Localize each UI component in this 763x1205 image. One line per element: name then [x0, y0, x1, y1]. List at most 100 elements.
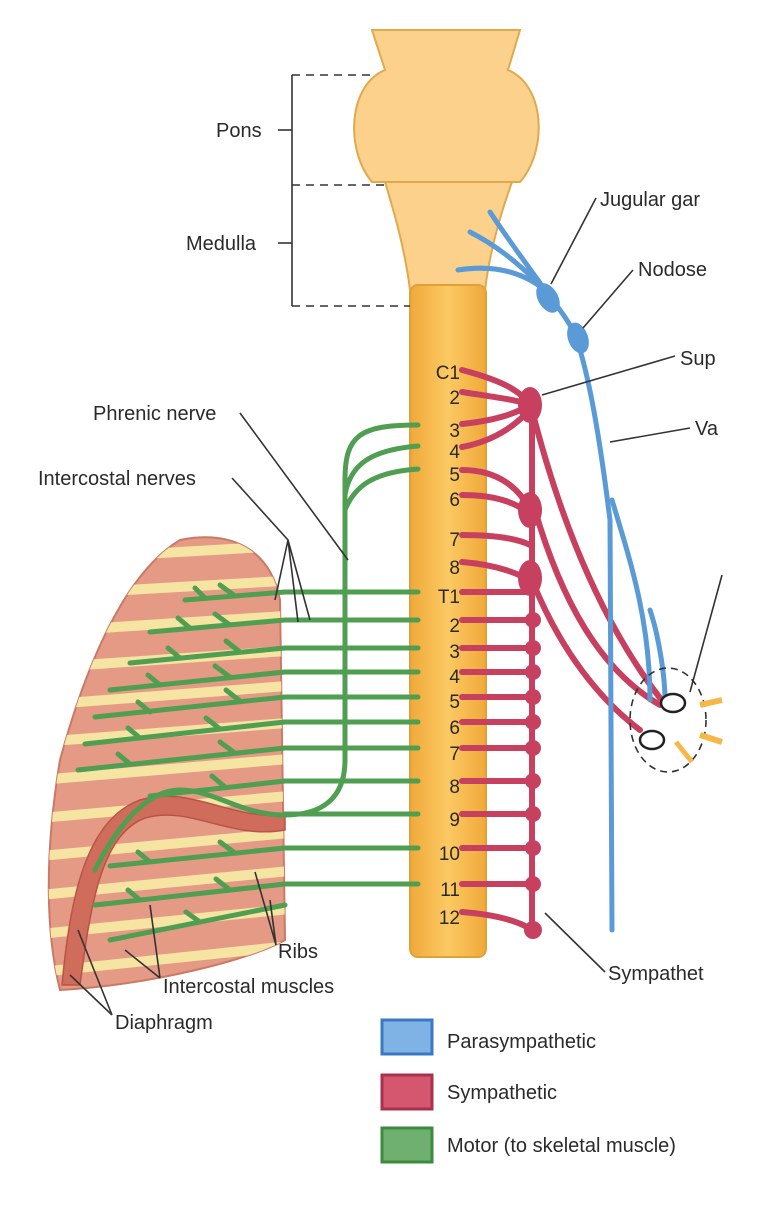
nodose-ganglion: [567, 322, 589, 354]
intercostal-branch: [82, 715, 288, 747]
pons-label: Pons: [216, 120, 262, 142]
phrenic-nerve-trunk: [92, 557, 348, 873]
legend-label-sympathetic: Sympathetic: [447, 1082, 557, 1104]
jugular-leader: [550, 197, 597, 285]
ganglion: [525, 773, 541, 789]
legend-label-motor: Motor (to skeletal muscle): [447, 1135, 676, 1157]
sympathetic-nerves: [459, 367, 663, 933]
airway-ring: [638, 729, 666, 751]
intercostal-branch: [107, 902, 288, 943]
cardiopulmonary-branch: [529, 407, 663, 701]
nodose-ganglion-label: Nodose: [638, 259, 707, 281]
sympathetic-chain-leader: [544, 912, 606, 973]
superior-leader: [541, 355, 676, 396]
phrenic-root-c4: [342, 443, 421, 498]
vagus-rootlet: [455, 265, 548, 293]
vagus-branch: [647, 607, 668, 703]
intercostal-branch: [92, 876, 288, 908]
rib: [48, 940, 285, 977]
segment-label-thoracic-6: 6: [449, 718, 460, 739]
intercostal-branch: [75, 739, 288, 773]
intercostal-nerves-label: Intercostal nerves: [38, 468, 196, 490]
legend-label-parasympathetic: Parasympathetic: [447, 1031, 596, 1053]
ganglion: [525, 740, 541, 756]
motor-nerves: [92, 422, 421, 887]
rib: [48, 753, 285, 785]
cardiopulmonary-branch: [529, 497, 663, 708]
segment-label-thoracic-12: 12: [439, 908, 460, 929]
intercostal-branch: [107, 839, 288, 869]
parasympathetic-nerves: [455, 209, 668, 933]
legend-swatch-motor: [380, 1126, 434, 1164]
ganglion: [525, 640, 541, 656]
airway-smooth-muscle: [674, 740, 694, 764]
diaphragm-leader: [69, 929, 113, 1016]
sympathetic-chain-label: Sympathet: [608, 963, 704, 985]
airway-smooth-muscle: [699, 697, 723, 745]
ganglion: [518, 492, 542, 528]
ganglion: [525, 876, 541, 892]
pons-shape: [353, 29, 540, 183]
ribs-leader: [254, 871, 277, 946]
phrenic-nerve-label: Phrenic nerve: [93, 403, 216, 425]
segment-label-thoracic-9: 9: [449, 810, 460, 831]
superior-ganglion-label: Sup: [680, 348, 716, 370]
segment-label-thoracic-2: 2: [449, 616, 460, 637]
intercostal-branch: [182, 582, 288, 603]
vagus-nerve-label: Va: [695, 418, 719, 440]
ganglion: [518, 560, 542, 596]
ganglion: [525, 806, 541, 822]
intercostal-muscles-label: Intercostal muscles: [163, 976, 334, 998]
intercostal-branches: [75, 582, 288, 943]
segment-label-cervical-7: 7: [449, 530, 460, 551]
rib: [48, 827, 285, 861]
plexus-leader: [689, 574, 723, 693]
segment-label-thoracic-1: T1: [438, 587, 460, 608]
rib: [48, 680, 285, 710]
ribs-label: Ribs: [278, 941, 318, 963]
segment-label-thoracic-8: 8: [449, 777, 460, 798]
pulmonary-plexus: [629, 667, 723, 773]
vagus-rootlet: [467, 229, 543, 288]
vagus-branch: [609, 497, 653, 703]
segment-label-thoracic-5: 5: [449, 692, 460, 713]
ganglion: [525, 664, 541, 680]
superior-cervical-ganglion: [518, 387, 542, 423]
medulla-label: Medulla: [186, 233, 257, 255]
segment-label-thoracic-11: 11: [440, 880, 460, 901]
ganglion: [525, 714, 541, 730]
medulla-shape: [383, 181, 514, 291]
segment-label-thoracic-4: 4: [449, 667, 460, 688]
thoracic-wall: [47, 536, 288, 992]
legend-swatch-parasympathetic: [380, 1018, 434, 1056]
segment-label-thoracic-3: 3: [449, 642, 460, 663]
intercostal-branch: [92, 687, 288, 720]
ganglion: [525, 612, 541, 628]
intercostal-nerves-leader: [231, 477, 311, 623]
segment-label-cervical-6: 6: [449, 490, 460, 511]
legend-swatch-sympathetic: [380, 1073, 434, 1111]
sympathetic-ganglia: [518, 387, 542, 939]
phrenic-root-c3: [342, 422, 421, 563]
leader-lines: [69, 197, 723, 1016]
plexus-outline: [629, 667, 707, 773]
segment-label-cervical-3: 3: [449, 421, 460, 442]
cardiopulmonary-branch: [529, 577, 643, 733]
vagus-leader: [609, 427, 691, 443]
segment-label-thoracic-7: 7: [449, 744, 460, 765]
ganglion: [524, 921, 542, 939]
legend: Parasympathetic Sympathetic Motor (to sk…: [380, 1018, 676, 1164]
intercostal-muscles-leader: [124, 904, 161, 979]
sympathetic-ramus: [459, 532, 533, 548]
ganglion: [525, 689, 541, 705]
brainstem: [353, 29, 540, 291]
segment-label-cervical-4: 4: [449, 442, 460, 463]
segment-label-cervical-5: 5: [449, 465, 460, 486]
phrenic-leader: [239, 412, 349, 561]
ganglion: [525, 840, 541, 856]
segment-label-thoracic-10: 10: [439, 844, 460, 865]
airway-ring: [659, 692, 687, 714]
jugular-ganglion: [536, 283, 560, 313]
intercostal-branch: [107, 663, 288, 693]
segment-label-cervical-2: 2: [449, 388, 460, 409]
